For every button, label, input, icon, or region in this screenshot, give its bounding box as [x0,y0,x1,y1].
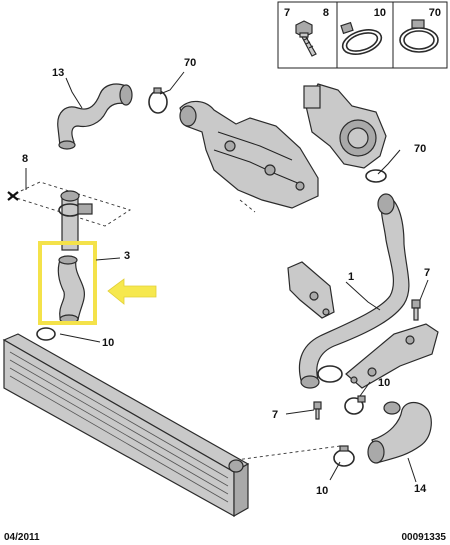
callout-10-left: 10 [102,337,114,349]
callout-7-lower: 7 [272,409,278,421]
part-14-hose [367,401,432,464]
callout-70-left: 70 [184,57,196,69]
mounting-bracket-upper [287,261,335,319]
legend-label-8: 8 [323,7,329,19]
part-1-pipe [298,193,410,389]
legend-label-10: 10 [374,7,386,19]
callout-3: 3 [124,250,130,262]
callout-70-right: 70 [414,143,426,155]
legend-label-7: 7 [284,7,290,19]
callout-10-right: 10 [378,377,390,389]
hose-clamp-icon [340,21,383,55]
callout-7-upper: 7 [424,267,430,279]
highlight-frame [38,241,97,325]
part-3-hose [57,190,93,324]
bolt-icon [295,20,317,57]
callout-8: 8 [22,153,28,165]
pointer-arrow [107,278,157,305]
footer-date: 04/2011 [4,532,40,543]
ring-clamp-icon [399,19,439,53]
callout-10-bottom: 10 [316,485,328,497]
bolt-lower-center [313,401,322,420]
clamp-lower-center [344,395,366,415]
reference-lines [8,181,341,461]
clamp-bottom [333,445,355,467]
intake-manifold [179,100,319,209]
hardware-legend: 7 8 10 70 [277,1,448,69]
legend-label-70: 70 [429,7,441,19]
callout-14: 14 [414,483,427,495]
callout-1: 1 [348,271,354,283]
cross-symbol [7,191,19,201]
bolt-upper-right [411,299,421,321]
turbocharger [303,83,387,183]
part-13-upper-hose [57,83,168,150]
callout-13: 13 [52,67,64,79]
footer-code: 00091335 [402,532,447,543]
leader-lines [25,71,429,483]
intercooler [2,327,250,518]
